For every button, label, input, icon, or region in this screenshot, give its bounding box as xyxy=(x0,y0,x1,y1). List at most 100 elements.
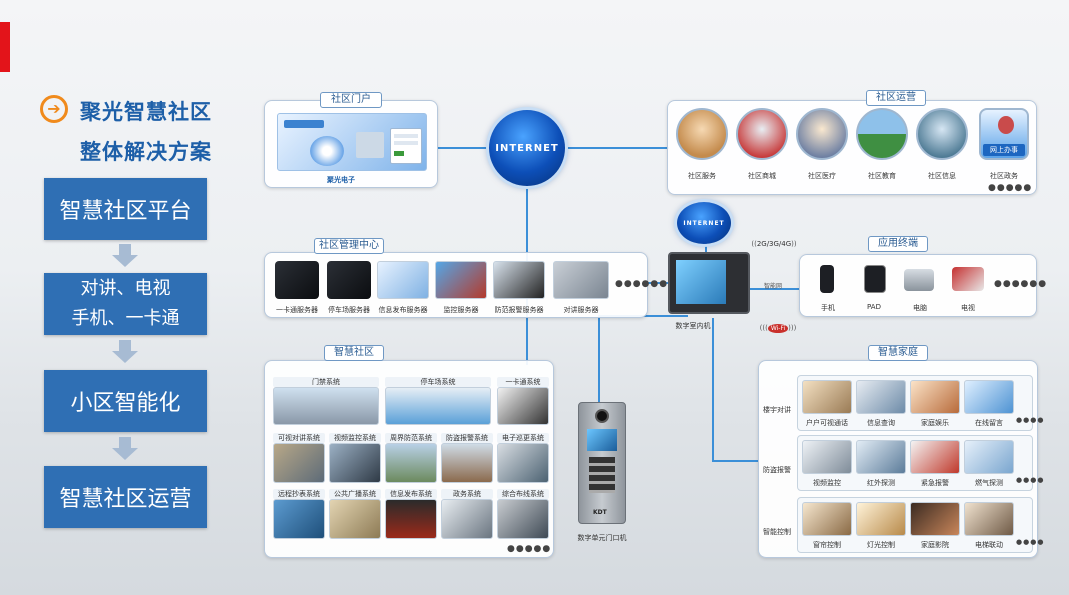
home-row-more: ●●●● xyxy=(1016,416,1045,424)
portal-login-box xyxy=(390,128,422,164)
terminal-label: 手机 xyxy=(821,304,835,312)
gov-person-icon xyxy=(998,116,1014,134)
step-intelligent: 小区智能化 xyxy=(44,370,207,432)
home-item-label: 燃气探测 xyxy=(975,479,1003,487)
home-row-label-wrap: 防盗报警 xyxy=(763,457,803,476)
mall-image xyxy=(736,108,788,160)
system-title: 一卡通系统 xyxy=(497,377,549,387)
system-tile: 一卡通系统 xyxy=(497,377,549,425)
system-title: 信息发布系统 xyxy=(385,489,437,499)
government-image xyxy=(441,499,493,539)
system-tile: 可视对讲系统 xyxy=(273,433,325,483)
video-monitor-image xyxy=(329,443,381,483)
management-item-label: 监控服务器 xyxy=(443,306,479,314)
system-tile: 周界防范系统 xyxy=(385,433,437,483)
system-tile: 政务系统 xyxy=(441,489,493,539)
card-system-image xyxy=(497,387,549,425)
door-unit-image: KDT xyxy=(578,402,626,524)
management-item-label: 一卡通服务器 xyxy=(276,306,318,314)
system-tile: 防盗报警系统 xyxy=(441,433,493,483)
perimeter-image xyxy=(385,443,437,483)
tv-image xyxy=(952,267,984,291)
step-devices-line2: 手机、一卡通 xyxy=(71,308,180,329)
system-title: 门禁系统 xyxy=(273,377,379,387)
system-title: 远程抄表系统 xyxy=(273,489,325,499)
service-image xyxy=(676,108,728,160)
operations-title: 社区运营 xyxy=(866,90,926,106)
operations-item-label: 社区教育 xyxy=(868,172,896,180)
system-tile: 门禁系统 xyxy=(273,377,379,425)
portal-graphic xyxy=(310,136,344,166)
system-tile: 信息发布系统 xyxy=(385,489,437,539)
operations-item-label: 社区服务 xyxy=(688,172,716,180)
right-arrow-circle-icon: ➔ xyxy=(40,95,68,123)
door-unit-screen xyxy=(587,429,617,451)
smart-net-label: 智能网 xyxy=(764,283,783,290)
terminal-label: 电视 xyxy=(961,304,975,312)
step-operations: 智慧社区运营 xyxy=(44,466,207,528)
terminal-label: PAD xyxy=(867,303,881,311)
down-arrow-icon xyxy=(112,340,138,364)
system-title: 综合布线系统 xyxy=(497,489,549,499)
laptop-image xyxy=(904,269,934,291)
step-platform-label: 智慧社区平台 xyxy=(59,199,192,224)
login-button xyxy=(394,151,404,156)
operations-item-label: 社区政务 xyxy=(990,172,1018,180)
home-row-more: ●●●● xyxy=(1016,538,1045,546)
login-field xyxy=(394,134,418,138)
terminals-panel: 手机 PAD 电脑 电视 ●●●●●● xyxy=(799,254,1046,317)
smart-home-panel: 楼宇对讲 户户可视通话 信息查询 家庭娱乐 在线留言 ●●●● 防盗报警 视频监… xyxy=(758,360,1043,558)
home-message-image xyxy=(964,380,1014,414)
system-title: 视频监控系统 xyxy=(329,433,381,443)
down-arrow-icon xyxy=(112,244,138,268)
management-item-label: 对讲服务器 xyxy=(563,306,599,314)
home-info-image xyxy=(856,380,906,414)
home-item-label: 红外探测 xyxy=(867,479,895,487)
gov-badge: 网上办事 xyxy=(983,144,1025,156)
home-row-label: 楼宇对讲 xyxy=(763,406,791,414)
home-light-image xyxy=(856,502,906,536)
medical-image xyxy=(796,108,848,160)
system-title: 防盗报警系统 xyxy=(441,433,493,443)
intercom-server-image xyxy=(553,261,609,299)
management-item-label: 信息发布服务器 xyxy=(378,306,428,314)
page-title-line1: 聚光智慧社区 xyxy=(80,100,212,124)
cellular-signal-icon: ((2G/3G/4G)) xyxy=(751,240,797,248)
home-row-alarm: 视频监控 红外探测 紧急报警 燃气探测 ●●●● xyxy=(797,435,1043,491)
indoor-unit-image xyxy=(668,252,750,314)
system-tile: 电子巡更系统 xyxy=(497,433,549,483)
step-devices: 对讲、电视 手机、一卡通 xyxy=(44,273,207,335)
portal-panel: 聚光电子 xyxy=(264,100,438,188)
terminal-label: 电脑 xyxy=(913,304,927,312)
home-item-label: 窗帘控制 xyxy=(813,541,841,549)
system-title: 政务系统 xyxy=(441,489,493,499)
smart-community-title: 智慧社区 xyxy=(324,345,384,361)
education-image xyxy=(856,108,908,160)
portal-house-image xyxy=(356,132,384,158)
portal-screenshot xyxy=(277,113,427,171)
page-title-line2: 整体解决方案 xyxy=(80,140,212,164)
wifi-label: Wi-Fi xyxy=(767,323,789,333)
home-item-label: 户户可视通话 xyxy=(806,419,848,427)
card-server-image xyxy=(275,261,319,299)
operations-item-label: 社区信息 xyxy=(928,172,956,180)
home-emergency-image xyxy=(910,440,960,474)
link-door-unit xyxy=(598,315,600,405)
link-indoor-terminals xyxy=(750,288,800,290)
step-devices-line1: 对讲、电视 xyxy=(80,278,171,299)
home-infrared-image xyxy=(856,440,906,474)
home-entertainment-image xyxy=(910,380,960,414)
access-control-image xyxy=(273,387,379,425)
info-image xyxy=(916,108,968,160)
operations-more: ●●●●● xyxy=(988,183,1033,193)
patrol-image xyxy=(497,443,549,483)
internet-label: INTERNET xyxy=(495,142,559,154)
home-item-label: 紧急报警 xyxy=(921,479,949,487)
system-tile: 视频监控系统 xyxy=(329,433,381,483)
system-tile: 停车场系统 xyxy=(385,377,491,425)
home-item-label: 在线留言 xyxy=(975,419,1003,427)
operations-item-label: 社区医疗 xyxy=(808,172,836,180)
alarm-server-image xyxy=(493,261,545,299)
broadcast-image xyxy=(329,499,381,539)
home-row-more: ●●●● xyxy=(1016,476,1045,484)
